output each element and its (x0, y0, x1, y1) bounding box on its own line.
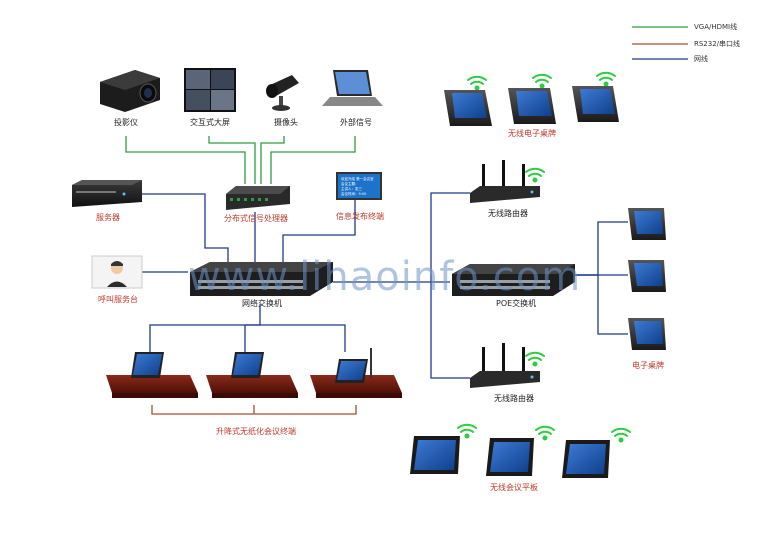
meeting-tablet-icon (410, 436, 460, 474)
vga-hdmi-lines (125, 136, 356, 184)
label-e-nameplate: 电子桌牌 (632, 361, 664, 370)
nameplate-icon (628, 208, 666, 240)
label-call-desk: 呼叫服务台 (98, 295, 138, 304)
meeting-tablet-icon (486, 438, 534, 476)
label-wireless-nameplate: 无线电子桌牌 (508, 129, 556, 138)
label-external-signal: 外部信号 (340, 118, 372, 127)
info-terminal-icon (336, 172, 382, 200)
router-icon (470, 343, 540, 388)
network-lines (142, 192, 628, 379)
wireless-nameplate-icon (508, 88, 556, 124)
laptop-icon (322, 70, 383, 106)
server-icon (72, 180, 142, 207)
label-poe-switch: POE交换机 (496, 299, 537, 308)
wifi-icon (457, 71, 631, 443)
label-camera: 摄像头 (274, 118, 298, 127)
legend-label-rs232: RS232/串口线 (694, 40, 741, 48)
wireless-nameplate-icon (444, 90, 492, 126)
call-desk-icon (91, 255, 143, 289)
meeting-tablet-icon (562, 440, 610, 478)
label-paperless-terminal: 升降式无纸化会议终端 (216, 427, 296, 436)
paperless-terminal-icon (206, 352, 298, 398)
label-network-switch: 网络交换机 (242, 299, 282, 308)
label-signal-processor: 分布式信号处理器 (224, 214, 288, 223)
label-server: 服务器 (96, 213, 120, 222)
legend-label-vga-hdmi: VGA/HDMI线 (694, 23, 738, 31)
legend-lines (632, 26, 688, 60)
poe-switch-icon (452, 264, 575, 296)
nameplate-icon (628, 260, 666, 292)
router-icon (470, 160, 540, 203)
paperless-terminal-icon (106, 352, 198, 398)
legend-label-network-cable: 网线 (694, 55, 708, 63)
signal-processor-icon (226, 186, 290, 210)
info-screen-line: 会议主题： (341, 181, 359, 186)
label-wireless-router-bottom: 无线路由器 (494, 394, 534, 403)
connection-lines (125, 136, 628, 415)
wireless-nameplate-icon (572, 86, 619, 122)
info-screen-line: 主讲人：张三 (341, 186, 362, 191)
info-screen-line: 欢迎光临 第一会议室 (341, 176, 374, 181)
interactive-screen-icon (184, 68, 236, 112)
label-interactive-screen: 交互式大屏 (190, 118, 230, 127)
label-info-terminal: 信息发布终端 (336, 212, 384, 221)
nameplate-icon (628, 318, 666, 350)
label-wireless-tablet: 无线会议平板 (490, 483, 538, 492)
label-projector: 投影仪 (114, 118, 138, 127)
projector-icon (100, 70, 160, 112)
rs232-lines (151, 405, 357, 415)
paperless-terminal-icon (310, 348, 402, 398)
info-screen-line: 会议时间：9:00 (341, 191, 366, 196)
camera-icon (266, 75, 299, 111)
label-wireless-router-top: 无线路由器 (488, 209, 528, 218)
network-switch-icon (190, 262, 333, 296)
watermark: www.lihaoinfo.com (188, 254, 582, 300)
